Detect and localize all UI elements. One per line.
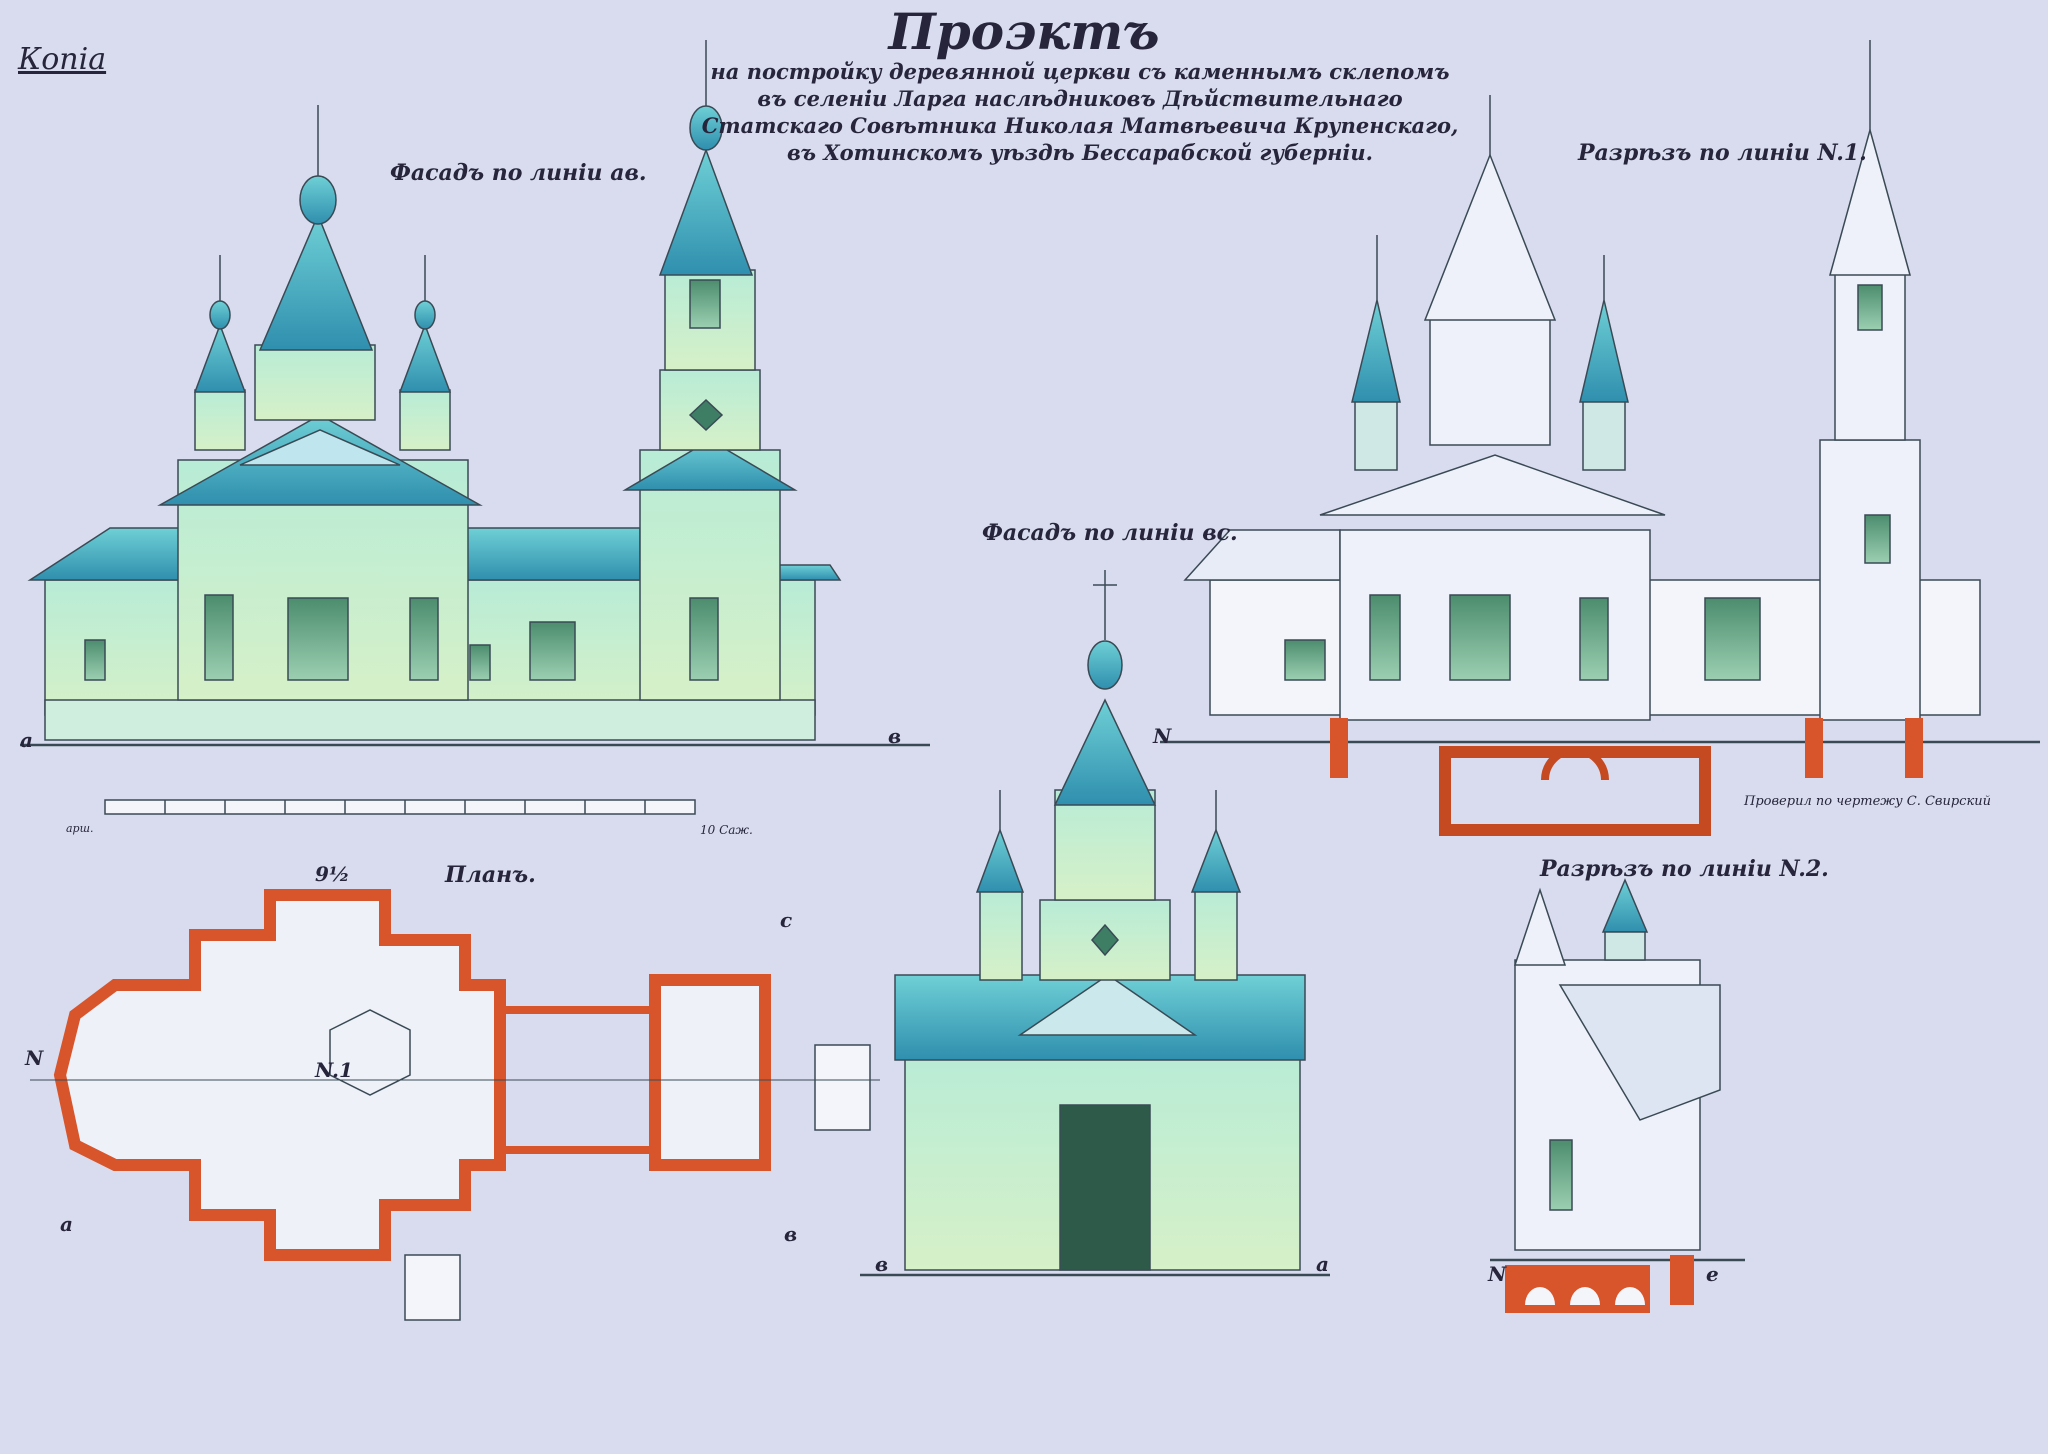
plan-label: Планъ.: [445, 862, 536, 888]
plan-drawing: [30, 889, 880, 1321]
facade-bc-label: Фасадъ по линiи вс.: [982, 520, 1238, 546]
point-b-facade: в: [888, 724, 902, 748]
scale-bar: [104, 799, 696, 815]
point-e-section-2: е: [1706, 1262, 1719, 1286]
section-2-label: Разрѣзъ по линiи N.2.: [1540, 856, 1829, 882]
scale-end: 10 Саж.: [700, 823, 753, 837]
point-a-plan: а: [60, 1212, 73, 1236]
point-b-plan: в: [784, 1222, 798, 1246]
section-1-drawing: [1160, 40, 2040, 836]
facade-bc-drawing: [860, 570, 1330, 1277]
point-n-section-2: N: [1488, 1262, 1507, 1286]
point-a-facade-bc: а: [1316, 1252, 1329, 1276]
copy-stamp: Копiа: [18, 42, 107, 77]
scale-unit: арш.: [66, 822, 94, 835]
section-2-drawing: [1490, 878, 1745, 1313]
facade-ab-label: Фасадъ по линiи ав.: [390, 160, 647, 186]
point-a-facade: а: [20, 728, 33, 752]
facade-ab-drawing: [20, 40, 930, 747]
plan-dimension: 9½: [315, 862, 350, 886]
plan-center-mark: N.1: [315, 1058, 353, 1082]
sheet-subtitle: на постройку деревянной церкви съ каменн…: [701, 59, 1459, 165]
point-b-facade-bc: в: [875, 1252, 889, 1276]
section-1-label: Разрѣзъ по линiи N.1.: [1578, 140, 1867, 166]
sheet-title: Проэктъ: [888, 2, 1160, 61]
point-n-section: N: [1153, 724, 1172, 748]
point-n-plan: N: [25, 1046, 44, 1070]
point-c-plan: с: [780, 908, 793, 932]
verification-note: Проверил по чертежу С. Свирский: [1744, 794, 1991, 809]
